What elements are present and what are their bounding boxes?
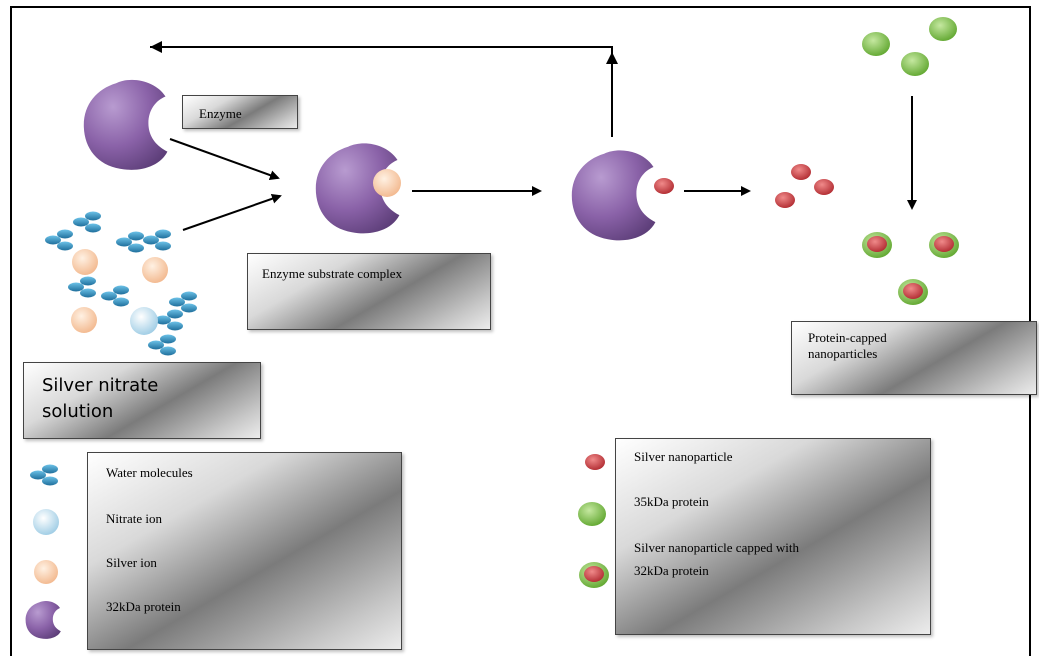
legend-water-molecules: Water molecules <box>106 465 193 480</box>
enzyme-substrate-complex-label: Enzyme substrate complex <box>247 253 491 330</box>
bound-silver-ion <box>373 169 401 197</box>
enzyme-substrate-complex-text: Enzyme substrate complex <box>262 266 403 281</box>
water-molecule-legend-icon <box>30 464 58 486</box>
enzyme-label-text: Enzyme <box>199 106 242 121</box>
arrow-recycle-head <box>150 41 162 53</box>
arrows <box>150 41 917 231</box>
legend-left: Water molecules Nitrate ion Silver ion 3… <box>87 452 402 650</box>
silver-nanoparticle-cluster <box>775 164 834 208</box>
protein-capped-line-1: Protein-capped <box>808 330 887 345</box>
silver-nitrate-solution-cluster <box>45 211 197 356</box>
legend-capped-line-1: Silver nanoparticle capped with <box>634 540 799 555</box>
legend-35kda-protein: 35kDa protein <box>634 494 709 509</box>
protein-35kda-legend-icon <box>578 502 606 526</box>
silver-nitrate-line-2: solution <box>42 401 114 423</box>
released-silver-nanoparticle <box>654 178 674 194</box>
protein-32kda-legend-icon <box>25 600 61 639</box>
enzyme-label: Enzyme <box>182 95 298 129</box>
legend-32kda-protein: 32kDa protein <box>106 599 181 614</box>
silver-nitrate-line-1: Silver nitrate <box>42 375 159 396</box>
protein-capped-nanoparticles-label: Protein-capped nanoparticles <box>791 321 1037 395</box>
released-enzyme-shape <box>571 150 656 241</box>
nitrate-ion-legend-icon <box>33 509 59 535</box>
legend-capped-line-2: 32kDa protein <box>634 563 709 578</box>
arrow-silver-nitrate-to-complex <box>182 193 282 231</box>
arrow-enzyme-recycle <box>150 46 613 137</box>
legend-silver-ion: Silver ion <box>106 555 157 570</box>
silver-nitrate-solution-label: Silver nitrate solution <box>23 362 261 439</box>
protein-35kda-cluster <box>862 17 957 76</box>
silver-ion-legend-icon <box>34 560 58 584</box>
arrow-enzyme-to-complex <box>169 138 280 180</box>
capped-nanoparticle-cluster <box>862 232 959 305</box>
arrow-recycle-up-head <box>606 52 618 64</box>
legend-right: Silver nanoparticle 35kDa protein Silver… <box>615 438 931 635</box>
enzyme-shape <box>83 79 168 170</box>
legend-silver-nanoparticle: Silver nanoparticle <box>634 449 733 464</box>
capped-nanoparticle-legend-icon <box>579 562 609 588</box>
legend-nitrate-ion: Nitrate ion <box>106 511 162 526</box>
protein-capped-line-2: nanoparticles <box>808 346 878 362</box>
silver-nanoparticle-legend-icon <box>585 454 605 470</box>
